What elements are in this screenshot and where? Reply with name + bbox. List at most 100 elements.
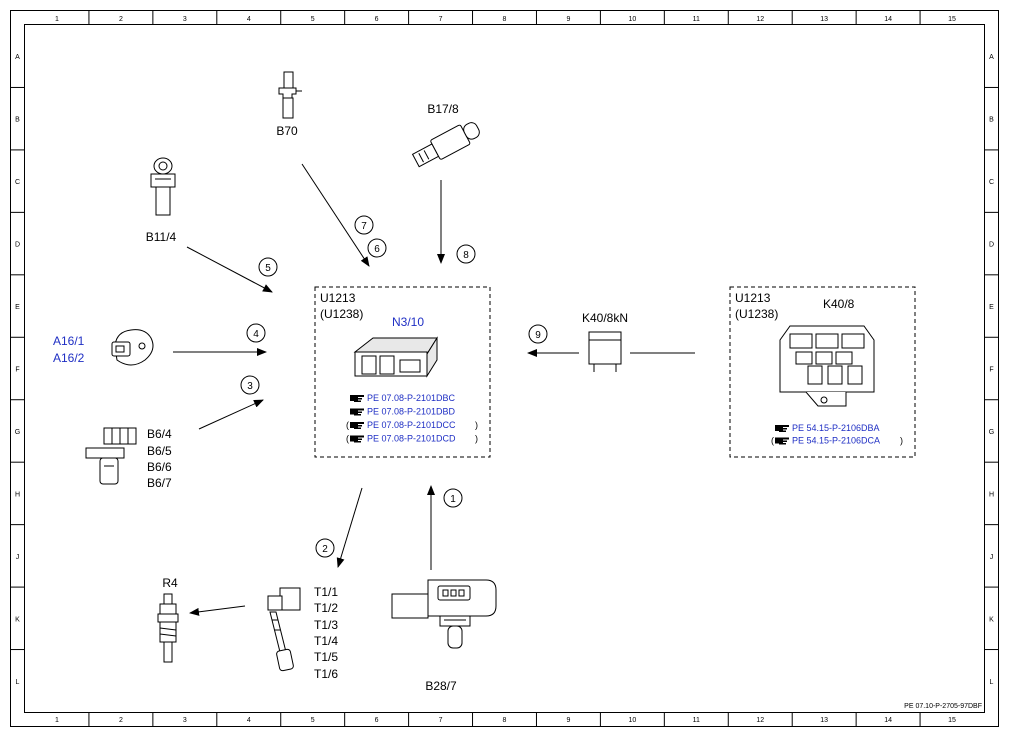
b28-7-label: B28/7 (425, 679, 457, 693)
arrow-b70 (301, 163, 370, 267)
grid-col-label-bottom: 4 (247, 717, 251, 724)
grid-row-label-right: J (990, 554, 994, 561)
grid-row-label-left: J (16, 554, 20, 561)
b70-sensor (278, 71, 302, 119)
b17-8-sensor (411, 122, 480, 168)
callout-7: 7 (354, 215, 374, 235)
b6-7-label: B6/7 (147, 476, 172, 490)
grid-col-label-bottom: 13 (820, 717, 828, 724)
grid-row-label-right: F (989, 367, 993, 374)
reference-link[interactable]: PE 07.08-P-2101DCD (367, 434, 456, 444)
callout-8: 8 (456, 244, 476, 264)
reference-open-paren: ( (771, 436, 774, 446)
callout-2: 2 (315, 538, 335, 558)
k40-title-line2: (U1238) (735, 307, 778, 321)
arrow-b6 (198, 399, 264, 430)
grid-col-label-top: 9 (566, 16, 570, 23)
grid-row-label-left: E (15, 304, 20, 311)
reference-row: PE 07.08-P-2101DBD (350, 407, 456, 417)
reference-row: PE 54.15-P-2106DBA (775, 423, 880, 433)
grid-col-label-bottom: 2 (119, 717, 123, 724)
grid-row-label-left: C (15, 179, 20, 186)
grid-row-label-left: K (15, 616, 20, 623)
grid-row-label-right: G (989, 429, 994, 436)
t1-5-label: T1/5 (314, 650, 338, 664)
pointing-hand-icon (350, 435, 364, 443)
grid-col-label-top: 13 (820, 16, 828, 23)
grid-col-label-bottom: 3 (183, 717, 187, 724)
b6-6-label: B6/6 (147, 460, 172, 474)
grid-row-label-right: C (989, 179, 994, 186)
grid-col-label-top: 15 (948, 16, 956, 23)
reference-link[interactable]: PE 07.08-P-2101DBC (367, 393, 456, 403)
k40-refs: PE 54.15-P-2106DBA ( PE 54.15-P-2106DCA) (771, 423, 903, 446)
reference-link[interactable]: PE 54.15-P-2106DBA (792, 423, 880, 433)
reference-row: (PE 07.08-P-2101DCC) (346, 420, 478, 430)
r4-spark-plug (157, 593, 179, 663)
grid-col-label-top: 7 (439, 16, 443, 23)
grid-col-label-bottom: 5 (311, 717, 315, 724)
grid-col-label-top: 3 (183, 16, 187, 23)
t1-4-label: T1/4 (314, 634, 338, 648)
grid-col-label-bottom: 12 (756, 717, 764, 724)
k40-box (729, 286, 916, 458)
grid-col-label-top: 5 (311, 16, 315, 23)
t1-2-label: T1/2 (314, 601, 338, 615)
t1-3-label: T1/3 (314, 618, 338, 632)
svg-text:6: 6 (374, 244, 380, 255)
callout-4: 4 (246, 323, 266, 343)
grid-marks: 1122334455667788991010111112121313141415… (11, 11, 998, 726)
grid-row-label-left: H (15, 491, 20, 498)
outer-frame (10, 10, 999, 727)
grid-row-label-right: A (989, 54, 994, 61)
grid-row-label-left: D (15, 242, 20, 249)
grid-col-label-top: 1 (55, 16, 59, 23)
grid-col-label-bottom: 1 (55, 717, 59, 724)
pointing-hand-icon (350, 422, 364, 429)
callout-1: 1 (443, 488, 463, 508)
reference-close-paren: ) (900, 436, 903, 446)
reference-link[interactable]: PE 07.08-P-2101DBD (367, 407, 456, 417)
reference-row: (PE 07.08-P-2101DCD) (346, 434, 478, 444)
r4-label: R4 (162, 576, 178, 590)
grid-col-label-bottom: 15 (948, 717, 956, 724)
grid-row-label-left: B (15, 117, 20, 124)
svg-text:4: 4 (253, 329, 259, 340)
reference-open-paren: ( (346, 420, 349, 430)
b11-4-sensor (150, 157, 176, 216)
ecu-module-image (353, 336, 438, 378)
reference-link[interactable]: PE 07.08-P-2101DCC (367, 420, 456, 430)
svg-text:8: 8 (463, 250, 469, 261)
callout-5: 5 (258, 257, 278, 277)
b17-8-label: B17/8 (427, 102, 459, 116)
k40-fusebox-image (779, 325, 875, 407)
t1-ignition-coil (267, 587, 301, 672)
reference-link[interactable]: PE 54.15-P-2106DCA (792, 436, 880, 446)
b11-4-label: B11/4 (146, 230, 177, 244)
k40-8kn-relay (588, 331, 622, 372)
ecu-box (314, 286, 491, 458)
reference-close-paren: ) (475, 434, 478, 444)
a16-knock-sensor (111, 329, 154, 366)
svg-text:2: 2 (322, 544, 328, 555)
b6-5-label: B6/5 (147, 444, 172, 458)
pointing-hand-icon (775, 425, 789, 432)
grid-col-label-bottom: 8 (503, 717, 507, 724)
grid-col-label-top: 11 (693, 16, 700, 23)
arrow-b11-4 (186, 246, 273, 293)
pointing-hand-icon (350, 395, 364, 402)
grid-row-label-right: B (989, 117, 994, 124)
k40-8kn-label: K40/8kN (582, 311, 628, 325)
ecu-title-line1: U1213 (320, 291, 356, 305)
grid-col-label-bottom: 6 (375, 717, 379, 724)
grid-col-label-top: 2 (119, 16, 123, 23)
grid-col-label-top: 6 (375, 16, 379, 23)
a16-2-label: A16/2 (53, 351, 85, 365)
grid-col-label-bottom: 7 (439, 717, 443, 724)
t1-1-label: T1/1 (314, 585, 338, 599)
svg-text:9: 9 (535, 330, 541, 341)
grid-row-label-right: K (989, 616, 994, 623)
grid-col-label-top: 4 (247, 16, 251, 23)
